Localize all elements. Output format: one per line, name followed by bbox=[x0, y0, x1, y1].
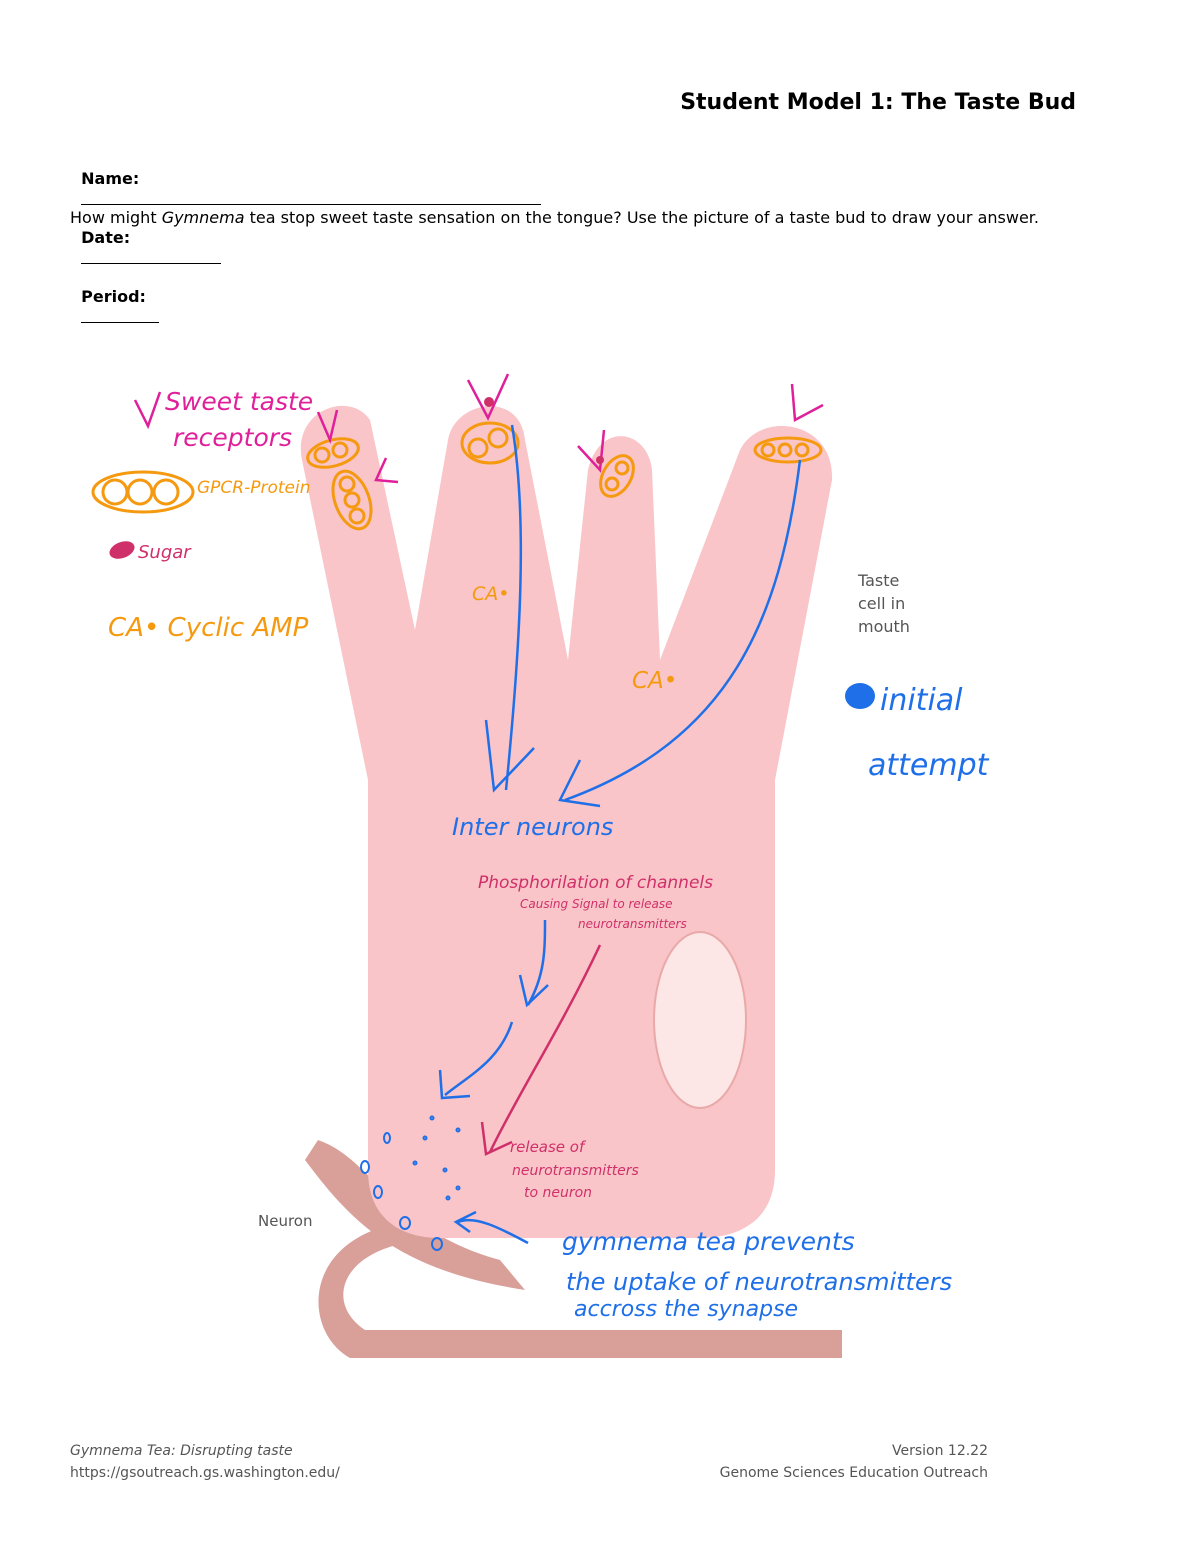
footer-right: Version 12.22 Genome Sciences Education … bbox=[640, 1440, 988, 1484]
sugar-icon bbox=[596, 456, 604, 464]
name-label: Name: bbox=[81, 169, 140, 188]
legend-gpcr: GPCR-Protein bbox=[197, 478, 311, 498]
gymnema-note: gymnema tea prevents bbox=[562, 1227, 855, 1256]
initial-attempt: attempt bbox=[868, 748, 990, 783]
release-arrow-icon bbox=[480, 944, 602, 1156]
sugar-legend-icon bbox=[109, 541, 135, 559]
footer-org: Genome Sciences Education Outreach bbox=[719, 1465, 988, 1481]
neurotransmitter-dots bbox=[360, 1115, 461, 1251]
receptor-icon bbox=[306, 421, 823, 531]
legend-receptors: receptors bbox=[173, 423, 292, 452]
sugar-icon bbox=[484, 397, 494, 407]
interneurons-label: Inter neurons bbox=[452, 813, 613, 841]
ca-label: CA• bbox=[632, 668, 677, 694]
check-icon bbox=[133, 391, 162, 430]
taste-cell bbox=[300, 405, 833, 1238]
page-title: Student Model 1: The Taste Bud bbox=[680, 90, 1076, 115]
neuron-label: Neuron bbox=[258, 1212, 312, 1230]
taste-cell-label: mouth bbox=[858, 617, 910, 636]
name-blank[interactable] bbox=[81, 188, 542, 205]
legend-camp: CA• Cyclic AMP bbox=[108, 613, 309, 643]
phosphorylation-note: neurotransmitters bbox=[578, 917, 687, 931]
question-part: How might bbox=[70, 208, 162, 227]
taste-cell-label: Taste bbox=[857, 571, 899, 590]
gymnema-note: accross the synapse bbox=[574, 1297, 798, 1322]
period-label: Period: bbox=[81, 287, 146, 306]
question-italic: Gymnema bbox=[161, 208, 245, 227]
ca-label: CA• bbox=[472, 583, 509, 605]
neuron-shape bbox=[305, 1140, 842, 1358]
legend-receptors: Sweet taste bbox=[165, 387, 313, 416]
nucleus bbox=[653, 931, 747, 1109]
question-part: tea stop sweet taste sensation on the to… bbox=[244, 208, 1039, 227]
question-text: How might Gymnema tea stop sweet taste s… bbox=[70, 202, 1080, 234]
gymnema-note: the uptake of neurotransmitters bbox=[566, 1268, 952, 1296]
release-note: to neuron bbox=[524, 1185, 592, 1201]
signal-arrow-icon bbox=[438, 424, 802, 1245]
taste-cell-label: cell in bbox=[858, 594, 905, 613]
student-info-fields: Name: Date: Period: bbox=[70, 150, 542, 327]
footer-title: Gymnema Tea: Disrupting taste bbox=[70, 1443, 293, 1459]
date-blank[interactable] bbox=[81, 247, 222, 264]
sugar-arrow-icon bbox=[316, 373, 824, 484]
initial-attempt: initial bbox=[880, 683, 963, 718]
release-note: release of bbox=[510, 1138, 587, 1156]
phosphorylation-note: Causing Signal to release bbox=[520, 897, 673, 911]
blue-legend-dot bbox=[845, 683, 875, 709]
date-label: Date: bbox=[81, 228, 131, 247]
gpcr-legend-icon bbox=[91, 470, 195, 514]
footer-version: Version 12.22 bbox=[891, 1443, 988, 1459]
footer-url[interactable]: https://gsoutreach.gs.washington.edu/ bbox=[70, 1465, 340, 1481]
period-blank[interactable] bbox=[81, 306, 160, 323]
footer-left: Gymnema Tea: Disrupting taste https://gs… bbox=[70, 1440, 340, 1484]
release-note: neurotransmitters bbox=[512, 1163, 639, 1179]
phosphorylation-note: Phosphorilation of channels bbox=[478, 873, 713, 893]
legend-sugar: Sugar bbox=[138, 542, 192, 563]
